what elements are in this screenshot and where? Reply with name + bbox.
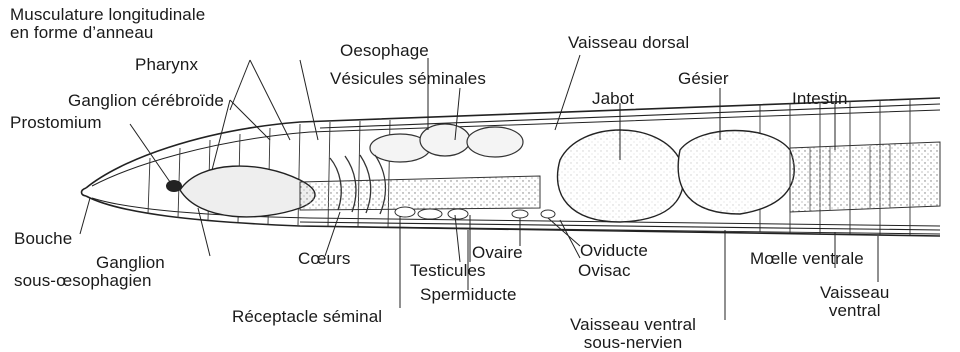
label-intestin: Intestin bbox=[792, 90, 848, 108]
label-jabot: Jabot bbox=[592, 90, 634, 108]
label-spermiducte: Spermiducte bbox=[420, 286, 517, 304]
label-ganglion-cerebroide: Ganglion cérébroïde bbox=[68, 92, 224, 110]
label-bouche: Bouche bbox=[14, 230, 72, 248]
label-moelle: Mœlle ventrale bbox=[750, 250, 864, 268]
label-prostomium: Prostomium bbox=[10, 114, 102, 132]
cerebral-ganglion bbox=[166, 180, 182, 192]
label-ovaire: Ovaire bbox=[472, 244, 523, 262]
ventral-vessels bbox=[300, 222, 940, 230]
label-gesier: Gésier bbox=[678, 70, 729, 88]
label-ovisac: Ovisac bbox=[578, 262, 631, 280]
label-coeurs: Cœurs bbox=[298, 250, 350, 268]
oesophagus-organ bbox=[300, 176, 540, 210]
seminal-vesicles bbox=[370, 124, 523, 162]
pharynx-organ bbox=[180, 166, 315, 217]
label-vesicules: Vésicules séminales bbox=[330, 70, 486, 88]
label-oviducte: Oviducte bbox=[580, 242, 648, 260]
label-vaisseau-dorsal: Vaisseau dorsal bbox=[568, 34, 689, 52]
intestine-organ bbox=[790, 142, 940, 212]
label-pharynx: Pharynx bbox=[135, 56, 198, 74]
label-vaisseau-ventral: Vaisseau ventral bbox=[820, 284, 889, 320]
label-oesophage: Oesophage bbox=[340, 42, 429, 60]
label-ganglion-sous: Ganglion sous-œsophagien bbox=[14, 254, 165, 290]
label-musculature: Musculature longitudinale en forme d’ann… bbox=[10, 6, 205, 42]
label-vaisseau-sous-nervien: Vaisseau ventral sous-nervien bbox=[570, 316, 696, 352]
label-receptacle: Réceptacle séminal bbox=[232, 308, 382, 326]
label-testicules: Testicules bbox=[410, 262, 486, 280]
